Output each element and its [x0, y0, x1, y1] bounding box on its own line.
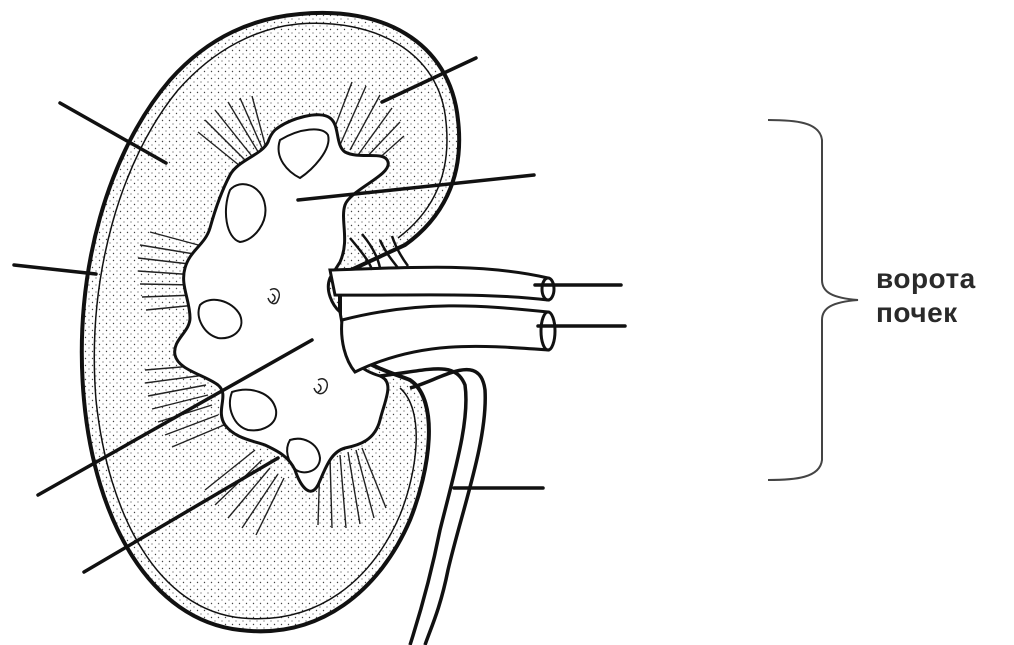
hilum-label-line-2: почек	[876, 296, 976, 330]
leader-line-capsule	[14, 265, 96, 274]
hilum-label: ворота почек	[876, 262, 976, 330]
renal-artery	[330, 267, 548, 300]
renal-vessels	[330, 234, 555, 372]
curly-brace	[768, 120, 858, 480]
renal-vein	[342, 306, 548, 372]
hilum-label-line-1: ворота	[876, 262, 976, 296]
